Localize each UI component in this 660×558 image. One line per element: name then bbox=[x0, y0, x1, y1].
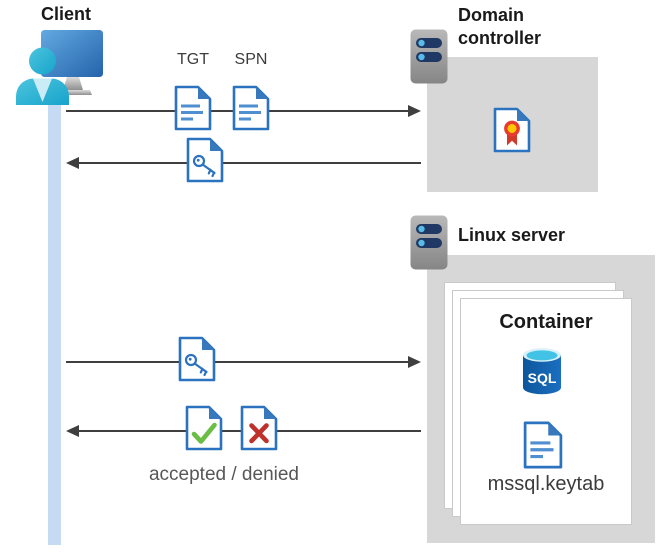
tgt-document-icon bbox=[174, 85, 212, 131]
arrow-client-to-server bbox=[66, 361, 409, 363]
accepted-check-document-icon bbox=[185, 405, 223, 451]
server-icon bbox=[410, 215, 448, 270]
linux-server-title: Linux server bbox=[458, 225, 566, 245]
client-lifeline bbox=[48, 92, 61, 545]
arrowhead-right-icon bbox=[408, 105, 421, 117]
container-card-front bbox=[460, 298, 632, 525]
domain-controller-title: Domain controller bbox=[458, 5, 542, 48]
arrowhead-left-icon bbox=[66, 157, 79, 169]
denied-cross-document-icon bbox=[240, 405, 278, 451]
tgt-label: TGT bbox=[177, 51, 209, 68]
key-document-icon bbox=[186, 137, 224, 183]
arrowhead-right-icon bbox=[408, 356, 421, 368]
keytab-label: mssql.keytab bbox=[487, 473, 605, 495]
user-at-monitor-icon bbox=[12, 25, 107, 105]
key-document-icon bbox=[178, 336, 216, 382]
client-title: Client bbox=[40, 4, 91, 24]
accepted-denied-label: accepted / denied bbox=[148, 464, 299, 485]
certificate-icon bbox=[493, 107, 531, 153]
arrow-dc-to-client bbox=[79, 162, 421, 164]
keytab-file-icon bbox=[523, 420, 563, 470]
container-title: Container bbox=[499, 311, 593, 333]
sql-badge-text: SQL bbox=[528, 370, 557, 386]
spn-label: SPN bbox=[234, 51, 268, 68]
server-icon bbox=[410, 29, 448, 84]
sql-database-icon: SQL bbox=[521, 347, 563, 395]
spn-document-icon bbox=[232, 85, 270, 131]
arrowhead-left-icon bbox=[66, 425, 79, 437]
